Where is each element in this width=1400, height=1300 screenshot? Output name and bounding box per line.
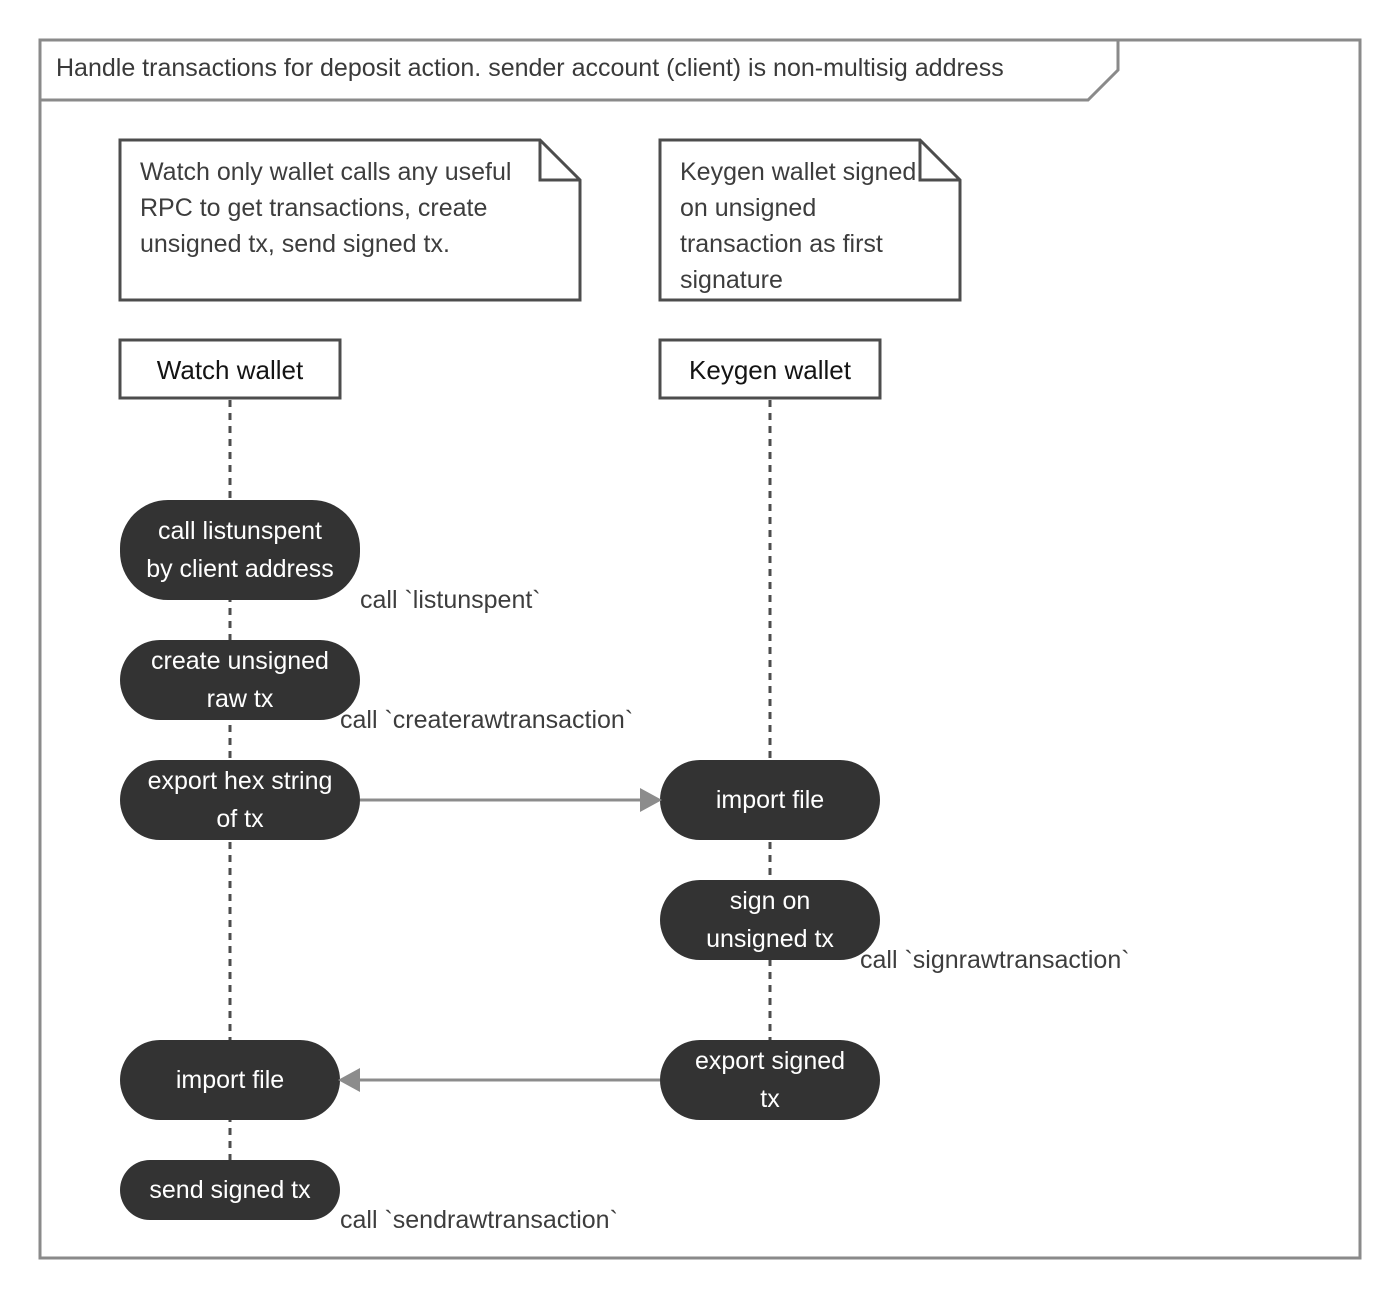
note-watch: Watch only wallet calls any useful RPC t… [140, 154, 511, 262]
call-label-createrawtransaction: call `createrawtransaction` [340, 706, 634, 734]
action-create-unsigned: create unsigned raw tx [120, 640, 360, 720]
note-watch-fold [538, 140, 580, 182]
action-line: export hex string [147, 767, 333, 795]
action-box-sign [660, 880, 880, 960]
lifeline-head-keygen [658, 338, 882, 400]
diagram-frame [38, 38, 1362, 1260]
action-watch-import: import file [120, 1040, 340, 1120]
call-label-sendrawtransaction: call `sendrawtransaction` [340, 1206, 618, 1234]
action-line: send signed tx [149, 1176, 311, 1204]
action-box-watch-import [120, 1040, 340, 1120]
lifeline-label-keygen: Keygen wallet [689, 354, 851, 385]
note-line: unsigned tx, send signed tx. [140, 230, 450, 258]
action-line: raw tx [206, 685, 274, 713]
action-line: export signed [694, 1047, 846, 1075]
action-line: create unsigned [151, 647, 329, 675]
note-line: on unsigned [680, 194, 817, 222]
frame-title: Handle transactions for deposit action. … [56, 54, 1004, 82]
action-line: tx [760, 1085, 780, 1113]
action-line: call listunspent [158, 517, 322, 545]
action-listunspent: call listunspent by client address [120, 500, 360, 600]
lifeline-label-watch: Watch wallet [156, 354, 304, 385]
action-sign: sign on unsigned tx [660, 880, 880, 960]
action-line: unsigned tx [706, 925, 834, 953]
action-keygen-import: import file [660, 760, 880, 840]
frame-title-tab [40, 40, 1120, 102]
action-box-create-unsigned [120, 640, 360, 720]
call-label-listunspent: call `listunspent` [360, 586, 541, 614]
lifeline-head-watch [118, 338, 342, 400]
action-export-hex: export hex string of tx [120, 760, 360, 840]
action-line: import file [715, 786, 825, 814]
note-line: signature [680, 266, 783, 294]
note-keygen-fold [918, 140, 960, 182]
action-line: import file [175, 1066, 285, 1094]
action-line: by client address [146, 555, 334, 583]
call-label-signrawtransaction: call `signrawtransaction` [860, 946, 1130, 974]
action-box-keygen-import [660, 760, 880, 840]
note-line: Keygen wallet signed [680, 158, 917, 186]
action-box-send-signed [120, 1160, 340, 1220]
note-line: transaction as first [680, 230, 883, 258]
action-line: of tx [216, 805, 264, 833]
action-box-export-hex [120, 760, 360, 840]
action-line: sign on [729, 887, 811, 915]
action-send-signed: send signed tx [120, 1160, 340, 1220]
action-export-signed: export signed tx [660, 1040, 880, 1120]
action-box-export-signed [660, 1040, 880, 1120]
note-keygen: Keygen wallet signed on unsigned transac… [680, 154, 916, 298]
note-watch-shape [118, 138, 582, 302]
note-line: Watch only wallet calls any useful [140, 158, 512, 186]
note-keygen-shape [658, 138, 962, 302]
action-box-listunspent [120, 500, 360, 600]
note-line: RPC to get transactions, create [140, 194, 488, 222]
arrowhead-right [640, 788, 662, 812]
arrowhead-left [338, 1068, 360, 1092]
